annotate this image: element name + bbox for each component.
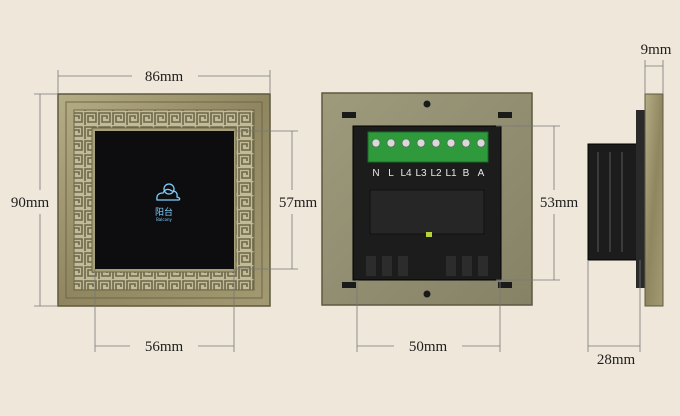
back-panel: N L L4 L3 L2 L1 B A <box>321 92 533 306</box>
front-dimension-lines <box>34 70 298 352</box>
terminal-label: L3 <box>415 168 427 179</box>
terminal-block <box>367 131 489 163</box>
cloud-sun-icon[interactable] <box>156 183 181 201</box>
depth-label: 9mm <box>641 42 672 58</box>
front-height-label: 90mm <box>11 195 50 211</box>
module-height-label: 53mm <box>540 195 579 211</box>
side-view <box>587 93 664 307</box>
module-width-label: 50mm <box>409 339 448 355</box>
icon-sublabel: Balcony <box>156 217 172 222</box>
terminal-label: L2 <box>430 168 442 179</box>
glass-width-label: 56mm <box>145 339 184 355</box>
terminal-label: B <box>463 168 470 179</box>
icon-label: 阳台 <box>155 206 173 218</box>
terminal-label: L1 <box>445 168 457 179</box>
side-dimension-lines <box>587 60 664 352</box>
side-depth-label: 28mm <box>597 352 636 368</box>
glass-height-label: 57mm <box>279 195 318 211</box>
terminal-label: L <box>388 168 394 179</box>
back-dimension-lines <box>356 125 560 352</box>
terminal-label: L4 <box>400 168 412 179</box>
front-width-label: 86mm <box>145 69 184 85</box>
terminal-label: N <box>372 168 379 179</box>
terminal-label: A <box>478 168 485 179</box>
front-panel: 阳台 Balcony <box>57 93 271 307</box>
